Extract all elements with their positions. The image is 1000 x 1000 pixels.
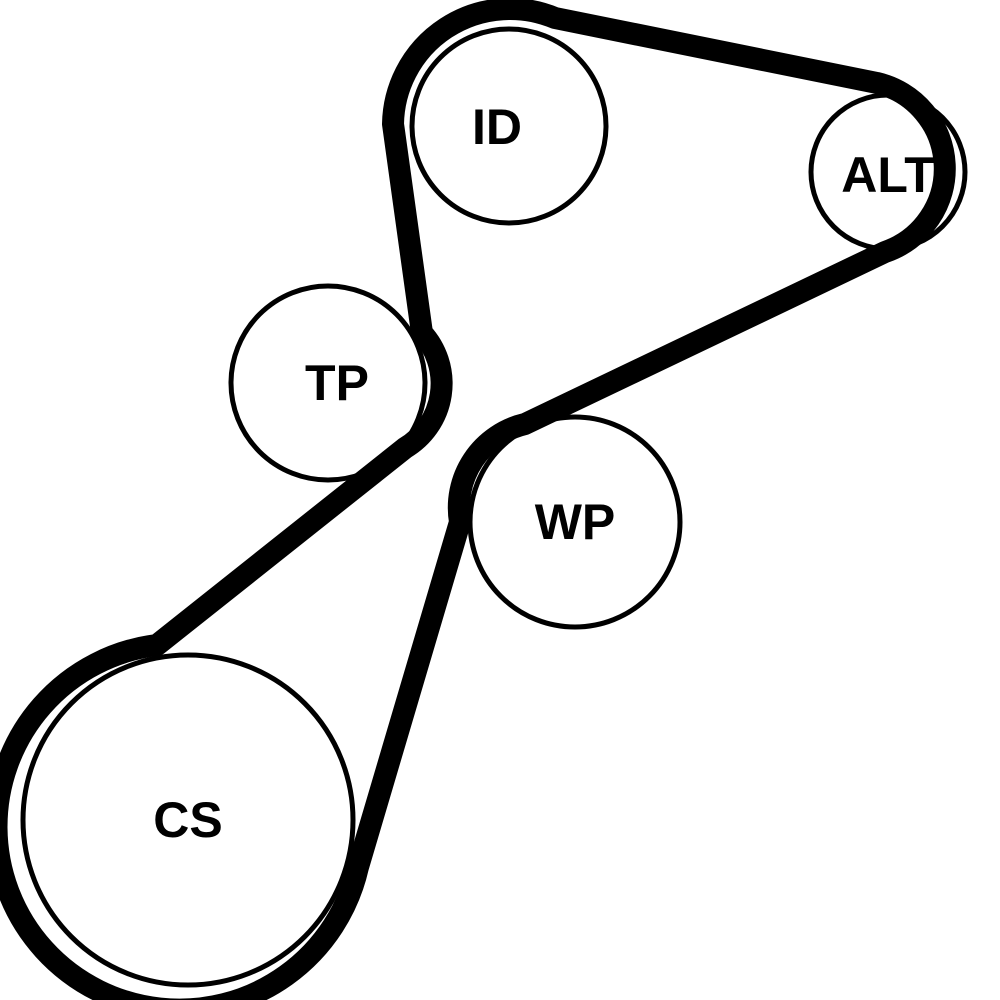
- pulley-alt-label: ALT: [841, 147, 934, 203]
- drive-belt: [0, 0, 956, 1000]
- pulley-id-circle: [409, 26, 609, 226]
- pulley-tp-circle: [228, 283, 428, 483]
- pulley-cs-label: CS: [153, 792, 222, 848]
- pulley-wp-label: WP: [535, 494, 616, 550]
- pulley-id: ID: [409, 26, 609, 226]
- pulley-wp: WP: [467, 414, 683, 630]
- pulley-cs-circle: [20, 652, 356, 988]
- pulley-tp-label: TP: [305, 355, 369, 411]
- pulley-cs: CS: [20, 652, 356, 988]
- pulley-id-label: ID: [472, 99, 522, 155]
- pulley-tp: TP: [228, 283, 428, 483]
